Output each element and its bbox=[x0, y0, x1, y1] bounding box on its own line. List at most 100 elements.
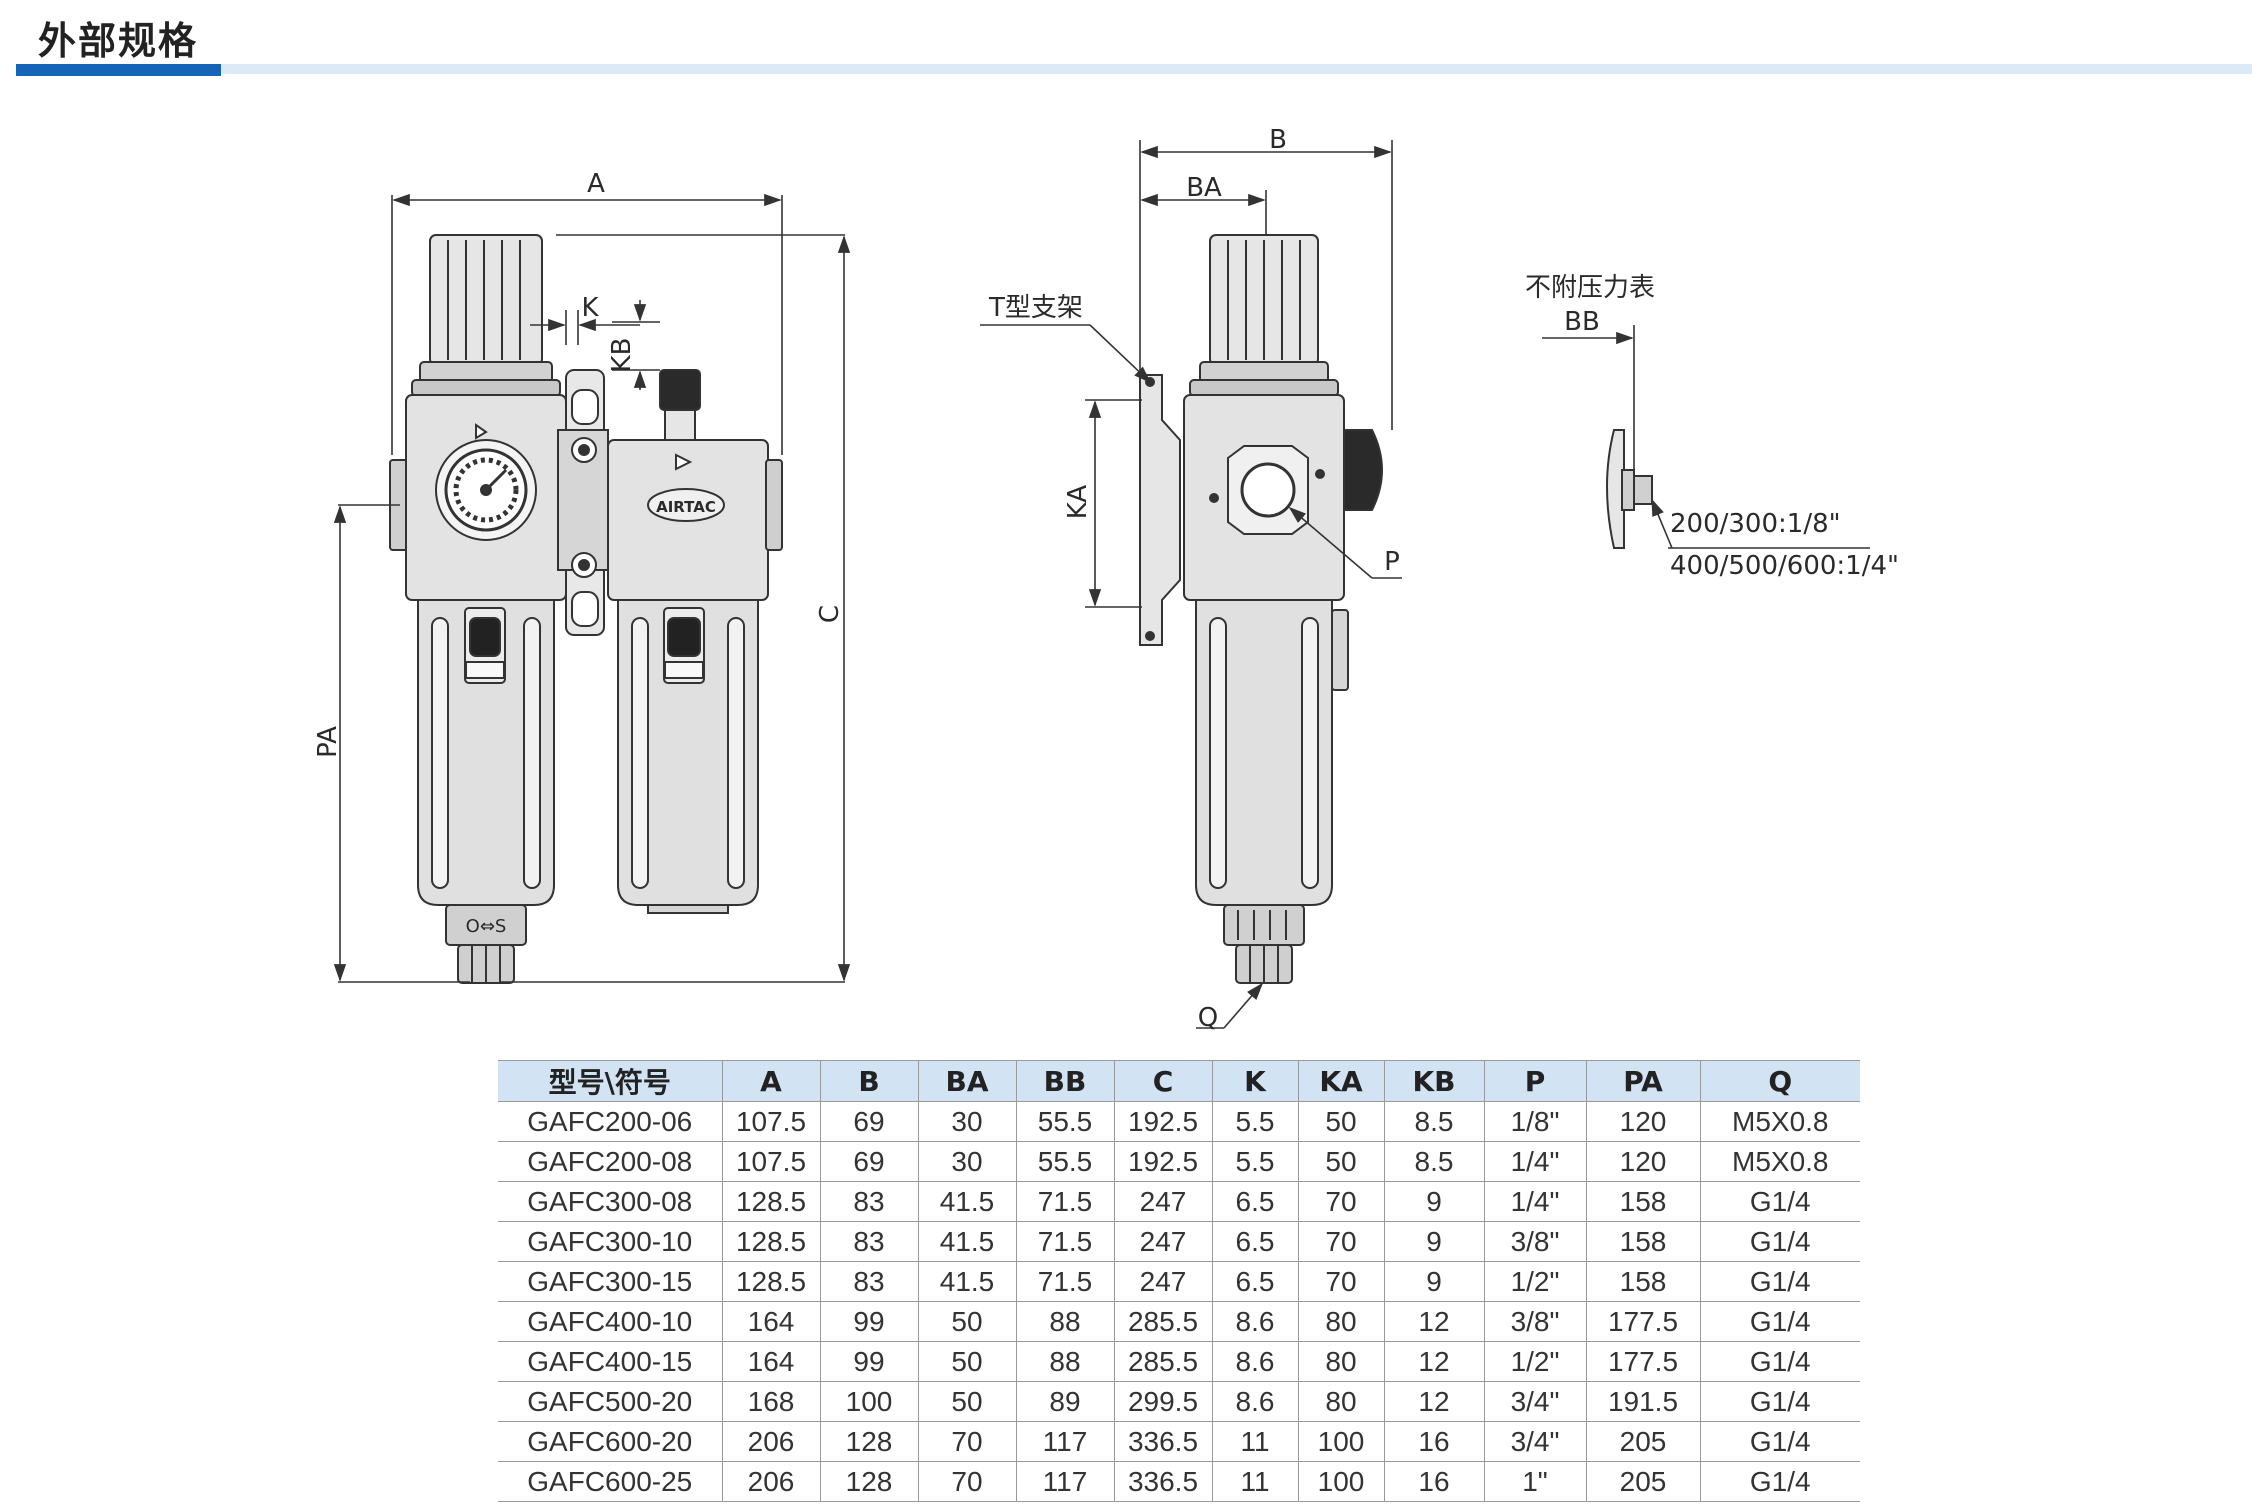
table-header-cell: 型号\符号 bbox=[498, 1060, 723, 1102]
brand-logo: AIRTAC bbox=[656, 498, 716, 516]
table-cell: 285.5 bbox=[1113, 1301, 1213, 1342]
table-cell: 1/4" bbox=[1483, 1141, 1587, 1182]
table-cell: 206 bbox=[721, 1461, 821, 1502]
dim-label-ba: BA bbox=[1186, 173, 1222, 203]
front-view: O⇔S AIRTAC bbox=[389, 234, 783, 984]
table-header-cell: B bbox=[819, 1060, 919, 1102]
dim-label-k: K bbox=[581, 293, 599, 323]
table-cell: 11 bbox=[1211, 1461, 1299, 1502]
table-cell: 107.5 bbox=[721, 1101, 821, 1142]
table-cell: 205 bbox=[1585, 1461, 1701, 1502]
table-cell: 12 bbox=[1383, 1301, 1485, 1342]
table-cell: 41.5 bbox=[917, 1181, 1017, 1222]
front-dimensions bbox=[333, 193, 851, 983]
page-title: 外部规格 bbox=[38, 19, 199, 63]
table-header-cell: Q bbox=[1699, 1060, 1860, 1102]
table-cell: G1/4 bbox=[1699, 1421, 1860, 1462]
table-cell: G1/4 bbox=[1699, 1381, 1860, 1422]
table-cell: 1/4" bbox=[1483, 1181, 1587, 1222]
table-cell: 80 bbox=[1297, 1341, 1385, 1382]
model-cell: GAFC200-08 bbox=[498, 1141, 723, 1182]
section-header: 外部规格 bbox=[16, 0, 2252, 80]
table-cell: 177.5 bbox=[1585, 1341, 1701, 1382]
table-cell: 5.5 bbox=[1211, 1101, 1299, 1142]
table-cell: 8.6 bbox=[1211, 1301, 1299, 1342]
table-cell: 3/8" bbox=[1483, 1221, 1587, 1262]
table-cell: M5X0.8 bbox=[1699, 1141, 1860, 1182]
table-cell: G1/4 bbox=[1699, 1221, 1860, 1262]
table-cell: 5.5 bbox=[1211, 1141, 1299, 1182]
table-cell: 120 bbox=[1585, 1141, 1701, 1182]
table-cell: 70 bbox=[917, 1461, 1017, 1502]
dim-label-a: A bbox=[587, 169, 605, 199]
table-header-cell: K bbox=[1211, 1060, 1299, 1102]
table-cell: 55.5 bbox=[1015, 1141, 1115, 1182]
table-cell: 158 bbox=[1585, 1221, 1701, 1262]
dim-label-kb: KB bbox=[607, 338, 637, 373]
table-cell: 71.5 bbox=[1015, 1181, 1115, 1222]
model-cell: GAFC500-20 bbox=[498, 1381, 723, 1422]
table-cell: 16 bbox=[1383, 1421, 1485, 1462]
table-cell: 50 bbox=[917, 1381, 1017, 1422]
table-cell: 88 bbox=[1015, 1301, 1115, 1342]
table-cell: G1/4 bbox=[1699, 1301, 1860, 1342]
table-header-cell: P bbox=[1483, 1060, 1587, 1102]
dim-label-c: C bbox=[815, 605, 845, 623]
table-cell: 83 bbox=[819, 1221, 919, 1262]
dim-label-bb: BB bbox=[1564, 307, 1600, 337]
table-cell: M5X0.8 bbox=[1699, 1101, 1860, 1142]
header-rule-accent bbox=[16, 64, 221, 76]
table-cell: 83 bbox=[819, 1181, 919, 1222]
table-cell: 8.6 bbox=[1211, 1341, 1299, 1382]
table-cell: 99 bbox=[819, 1341, 919, 1382]
table-cell: 336.5 bbox=[1113, 1461, 1213, 1502]
model-cell: GAFC200-06 bbox=[498, 1101, 723, 1142]
table-cell: 80 bbox=[1297, 1301, 1385, 1342]
table-cell: 12 bbox=[1383, 1381, 1485, 1422]
table-cell: 8.6 bbox=[1211, 1381, 1299, 1422]
dim-label-p: P bbox=[1384, 547, 1400, 577]
gauge-note-line2: 400/500/600:1/4" bbox=[1670, 551, 1899, 581]
table-cell: 128 bbox=[819, 1461, 919, 1502]
table-cell: 117 bbox=[1015, 1421, 1115, 1462]
gauge-port-dimensions bbox=[1542, 325, 1870, 549]
gauge-port-detail bbox=[1606, 429, 1653, 549]
table-cell: 50 bbox=[917, 1341, 1017, 1382]
header-rule bbox=[16, 64, 2252, 74]
gauge-note-line1: 200/300:1/8" bbox=[1670, 509, 1841, 539]
table-cell: G1/4 bbox=[1699, 1461, 1860, 1502]
table-cell: 128 bbox=[819, 1421, 919, 1462]
table-cell: 164 bbox=[721, 1301, 821, 1342]
table-cell: 336.5 bbox=[1113, 1421, 1213, 1462]
table-cell: 6.5 bbox=[1211, 1221, 1299, 1262]
table-cell: 6.5 bbox=[1211, 1181, 1299, 1222]
table-cell: 158 bbox=[1585, 1181, 1701, 1222]
table-cell: 168 bbox=[721, 1381, 821, 1422]
table-cell: 177.5 bbox=[1585, 1301, 1701, 1342]
gauge-note-title: 不附压力表 bbox=[1525, 273, 1655, 303]
table-cell: 70 bbox=[1297, 1181, 1385, 1222]
table-cell: 41.5 bbox=[917, 1221, 1017, 1262]
table-cell: 128.5 bbox=[721, 1261, 821, 1302]
table-cell: 83 bbox=[819, 1261, 919, 1302]
table-header-cell: A bbox=[721, 1060, 821, 1102]
dim-label-b: B bbox=[1269, 125, 1287, 155]
table-cell: 50 bbox=[1297, 1101, 1385, 1142]
table-cell: 117 bbox=[1015, 1461, 1115, 1502]
table-cell: G1/4 bbox=[1699, 1341, 1860, 1382]
table-cell: 206 bbox=[721, 1421, 821, 1462]
table-cell: 3/8" bbox=[1483, 1301, 1587, 1342]
table-cell: 69 bbox=[819, 1101, 919, 1142]
table-cell: 71.5 bbox=[1015, 1261, 1115, 1302]
table-cell: 50 bbox=[917, 1301, 1017, 1342]
model-cell: GAFC400-10 bbox=[498, 1301, 723, 1342]
model-cell: GAFC300-10 bbox=[498, 1221, 723, 1262]
table-cell: 16 bbox=[1383, 1461, 1485, 1502]
table-cell: 1/8" bbox=[1483, 1101, 1587, 1142]
